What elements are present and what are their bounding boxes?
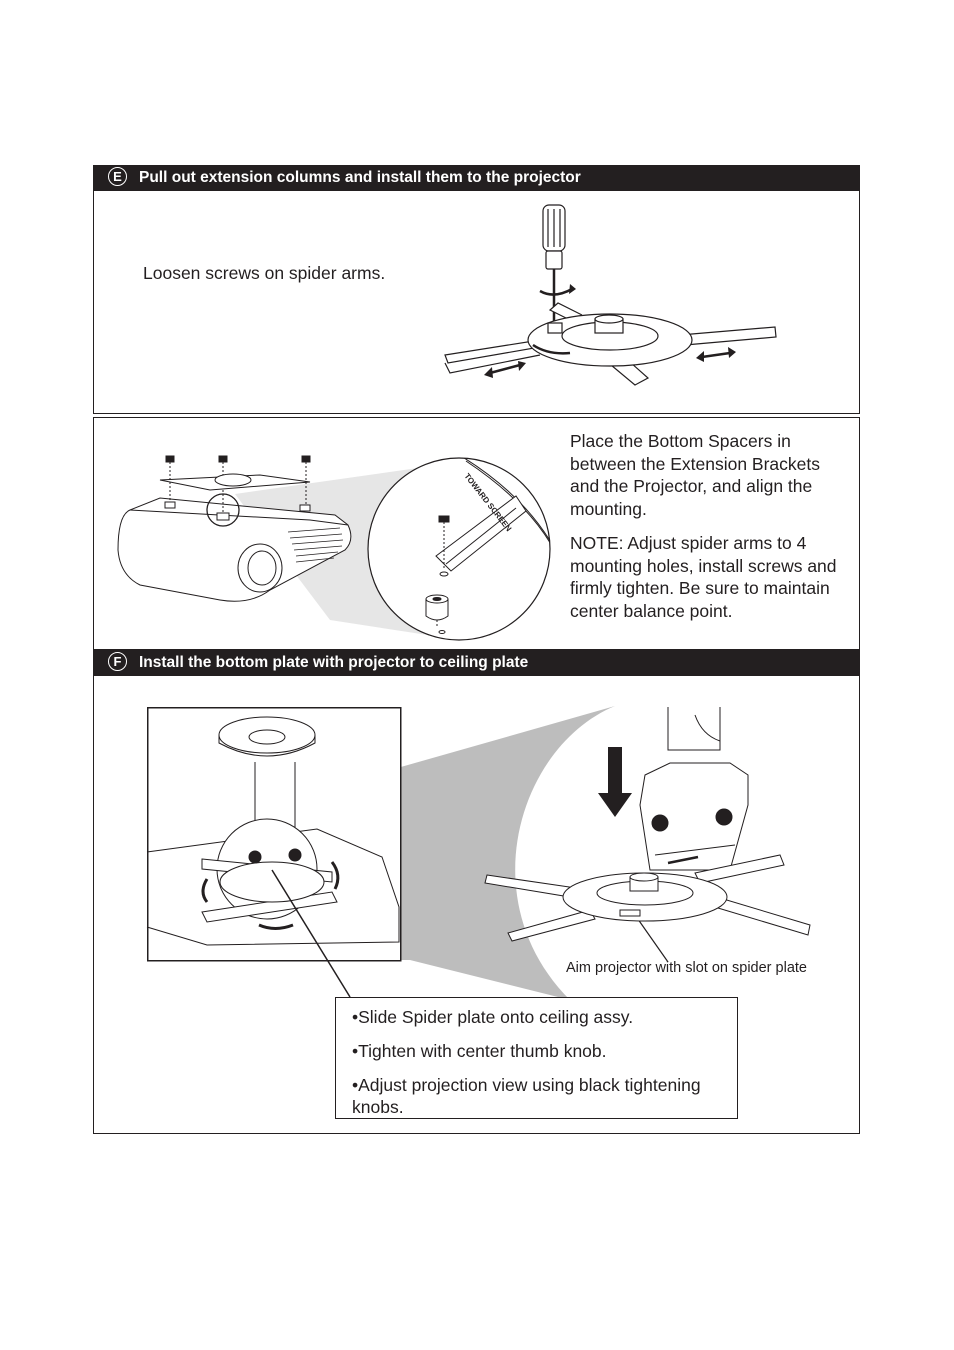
bullet-slide: •Slide Spider plate onto ceiling assy. — [352, 1007, 634, 1027]
step-e-panel-spacers — [93, 417, 860, 650]
bullet-adjust: •Adjust projection view using black tigh… — [352, 1075, 701, 1117]
screw-icon — [438, 515, 450, 568]
spider-plate-mount-illustration — [484, 707, 811, 942]
screwdriver-icon — [542, 204, 566, 323]
step-e-header: E Pull out extension columns and install… — [93, 165, 860, 190]
step-e-panel-loosen — [93, 190, 860, 414]
step-f-header: F Install the bottom plate with projecto… — [93, 650, 860, 675]
down-arrow-icon — [598, 747, 632, 817]
rotate-arrow-icon — [539, 287, 573, 296]
spacer-instruction-block: Place the Bottom Spacers in between the … — [570, 430, 845, 622]
spider-plate-screwdriver-illustration — [444, 204, 777, 386]
step-f-badge: F — [108, 652, 127, 671]
aim-caption: Aim projector with slot on spider plate — [566, 960, 807, 976]
spacer-paragraph: Place the Bottom Spacers in between the … — [570, 431, 821, 519]
ceiling-assembly-illustration — [146, 707, 402, 962]
step-e-badge: E — [108, 167, 127, 186]
step-f-panel — [93, 675, 860, 1134]
rotate-arrow-icon — [201, 861, 340, 930]
step-f-title: Install the bottom plate with projector … — [139, 654, 529, 671]
step-e-title: Pull out extension columns and install t… — [139, 169, 581, 186]
double-arrow-icon — [489, 351, 731, 375]
bullet-tighten: •Tighten with center thumb knob. — [352, 1041, 607, 1061]
projector-illustration — [117, 455, 352, 602]
spacer-detail-circle: TOWARD SCREEN — [367, 457, 551, 641]
note-paragraph: NOTE: Adjust spider arms to 4 mounting h… — [570, 533, 837, 621]
instruction-bullet-box: •Slide Spider plate onto ceiling assy. •… — [335, 997, 738, 1119]
loosen-instruction: Loosen screws on spider arms. — [143, 263, 386, 283]
